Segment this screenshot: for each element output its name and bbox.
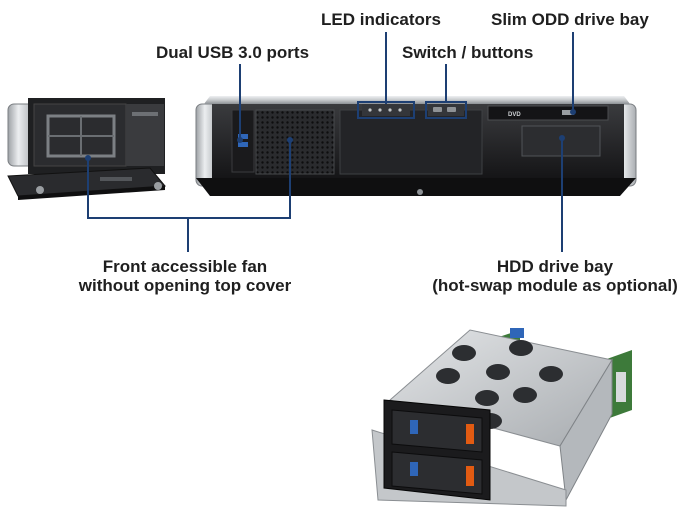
led-strip [362,104,410,116]
dot-odd [570,109,576,115]
callout-led-indicators: LED indicators [321,10,441,29]
callout-dots [85,109,576,161]
odd-logo-text: DVD [508,112,521,118]
module-connector-blue [510,328,524,338]
module-power-connector [616,372,626,402]
hot-swap-hdd-module [371,328,632,507]
callout-hdd-bay-line2: (hot-swap module as optional) [432,276,678,295]
callout-lines [87,32,574,252]
dot-usb [237,137,243,143]
callout-slim-odd-bay: Slim ODD drive bay [491,10,649,29]
chassis-front-view: DVD [195,96,637,196]
dot-fan-grille [287,137,293,143]
vent-hole-1 [452,345,476,361]
usb-port-2 [238,142,248,147]
odd-eject-button [562,110,574,115]
dot-fan-open [85,155,91,161]
usb-port-1 [238,134,248,139]
power-switch [433,107,442,112]
door-screw-left [36,186,44,194]
drive-2-handle [466,466,474,486]
callout-switch-buttons: Switch / buttons [402,43,534,62]
dot-hdd [559,135,565,141]
leader-switch-box [425,101,467,119]
drive-2-latch [410,462,418,476]
callout-front-fan: Front accessible fan without opening top… [60,257,310,295]
callout-dual-usb-ports: Dual USB 3.0 ports [156,43,310,62]
slim-odd-tray [487,105,609,121]
callout-front-fan-line1: Front accessible fan [102,257,268,276]
vent-hole-3 [436,368,460,384]
vent-hole-7 [513,387,537,403]
callout-hdd-bay-line1: HDD drive bay [496,257,614,276]
vent-hole-4 [486,364,510,380]
front-door-bottom [196,178,636,196]
chassis-top-edge [204,96,630,104]
front-fan-grille [255,109,335,175]
module-side-wall [559,358,613,502]
leader-led-box [357,101,415,119]
vent-hole-6 [475,390,499,406]
chassis-open-door-view [7,98,167,200]
callout-hdd-bay: HDD drive bay (hot-swap module as option… [410,257,690,295]
vent-hole-5 [539,366,563,382]
door-screw-right [154,182,162,190]
vent-hole-2 [509,340,533,356]
reset-switch [447,107,456,112]
callout-front-fan-line2: without opening top cover [78,276,292,295]
door-lock [417,189,423,195]
drive-1-latch [410,420,418,434]
center-bezel [339,109,483,175]
drive-1-handle [466,424,474,444]
usb-port-panel [231,109,255,173]
